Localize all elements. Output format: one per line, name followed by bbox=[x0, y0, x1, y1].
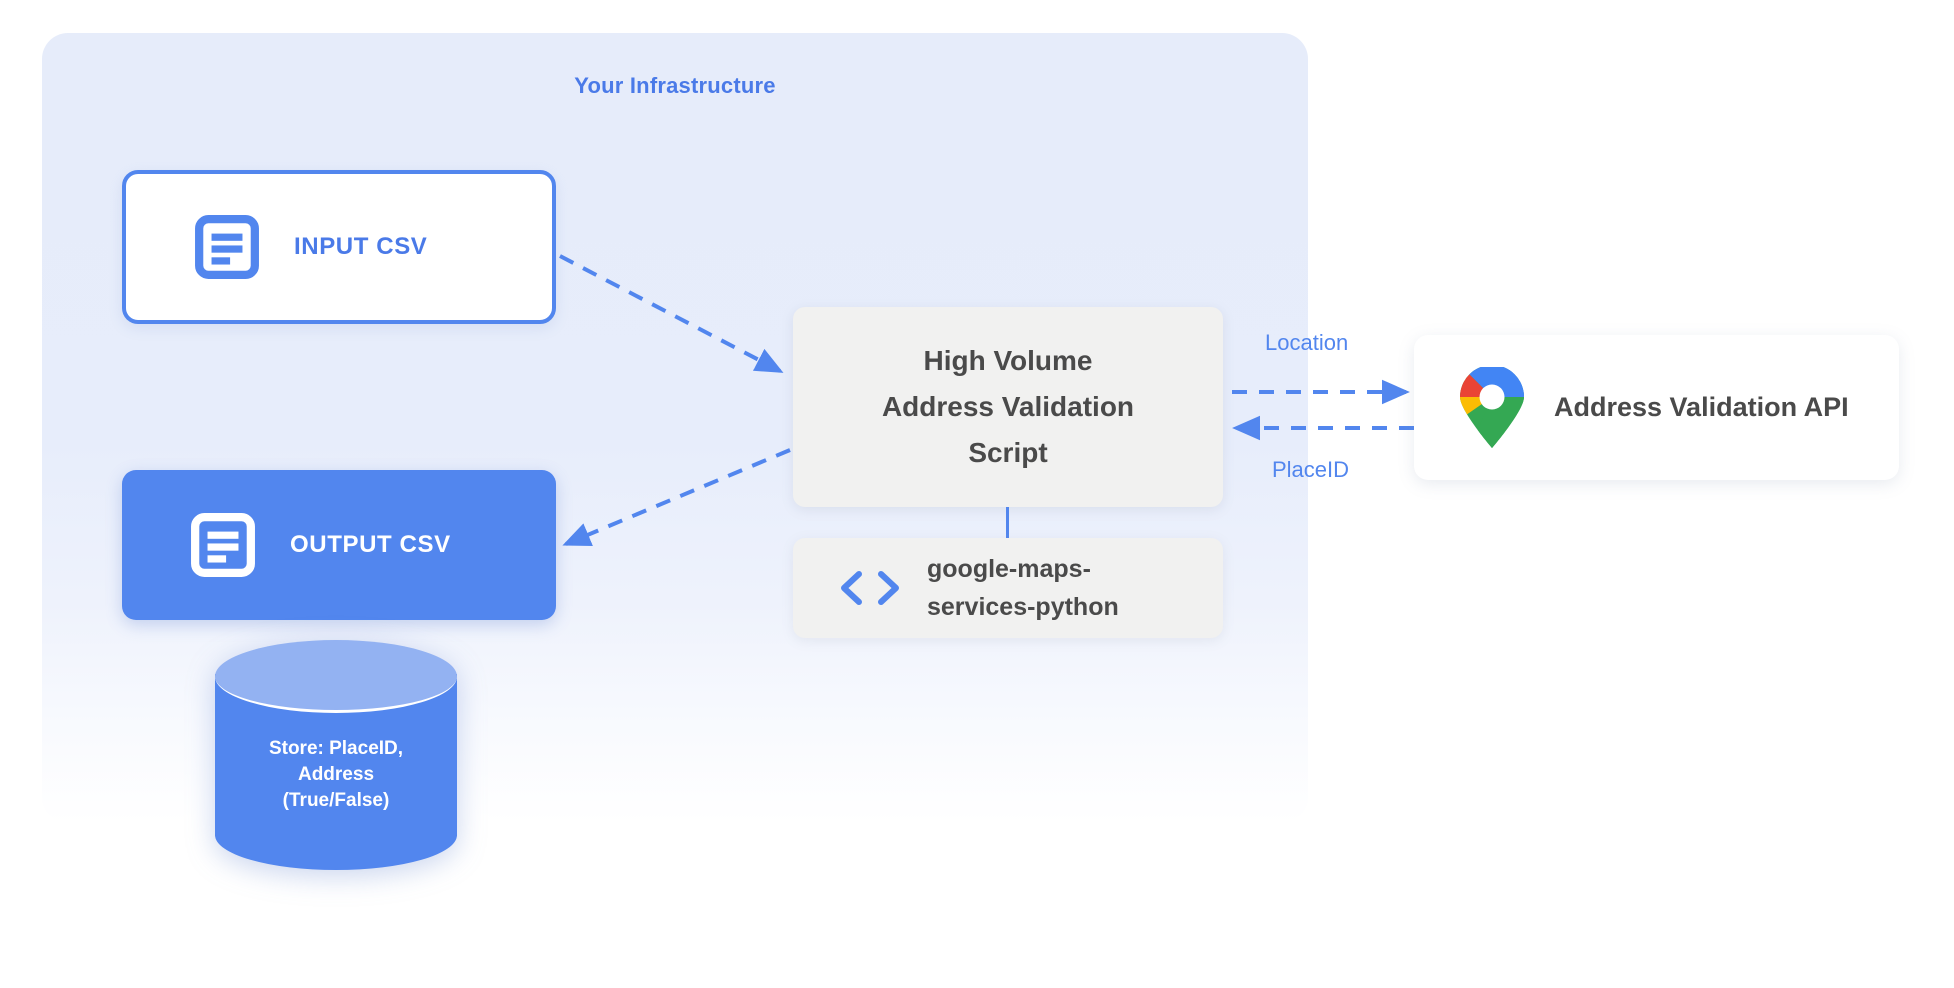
google-maps-pin-icon bbox=[1460, 366, 1524, 448]
node-input-csv[interactable]: INPUT CSV bbox=[122, 170, 556, 324]
edge-script-to-library bbox=[1006, 507, 1009, 539]
node-input-csv-label: INPUT CSV bbox=[294, 233, 428, 260]
node-script-line1: High Volume bbox=[923, 345, 1093, 376]
node-library[interactable]: google-maps- services-python bbox=[793, 538, 1223, 638]
node-library-line1: google-maps- bbox=[927, 555, 1091, 583]
document-icon bbox=[195, 215, 259, 279]
code-brackets-icon bbox=[841, 571, 899, 605]
database-top-ellipse bbox=[215, 640, 457, 713]
node-script-line2: Address Validation bbox=[881, 391, 1135, 422]
node-library-line2: services-python bbox=[927, 593, 1119, 621]
node-script[interactable]: High Volume Address Validation Script bbox=[793, 307, 1223, 507]
edge-label-location: Location bbox=[1265, 330, 1349, 355]
edge-label-placeid: PlaceID bbox=[1272, 457, 1350, 482]
node-address-validation-api[interactable]: Address Validation API bbox=[1414, 335, 1899, 480]
node-script-label: High Volume Address Validation Script bbox=[882, 338, 1134, 476]
database-label-line3: (True/False) bbox=[282, 790, 390, 811]
database-label-line1: Store: PlaceID, bbox=[268, 738, 404, 759]
infrastructure-title: Your Infrastructure bbox=[574, 73, 776, 98]
database-label: Store: PlaceID, Address (True/False) bbox=[215, 736, 457, 814]
node-output-csv-label: OUTPUT CSV bbox=[290, 531, 451, 558]
node-script-line3: Script bbox=[968, 437, 1048, 468]
node-output-csv[interactable]: OUTPUT CSV bbox=[122, 470, 556, 620]
document-icon bbox=[191, 513, 255, 577]
node-api-label: Address Validation API bbox=[1554, 392, 1849, 422]
node-database[interactable]: Store: PlaceID, Address (True/False) bbox=[215, 640, 457, 870]
database-label-line2: Address bbox=[297, 764, 375, 785]
node-library-label: google-maps- services-python bbox=[927, 550, 1119, 626]
